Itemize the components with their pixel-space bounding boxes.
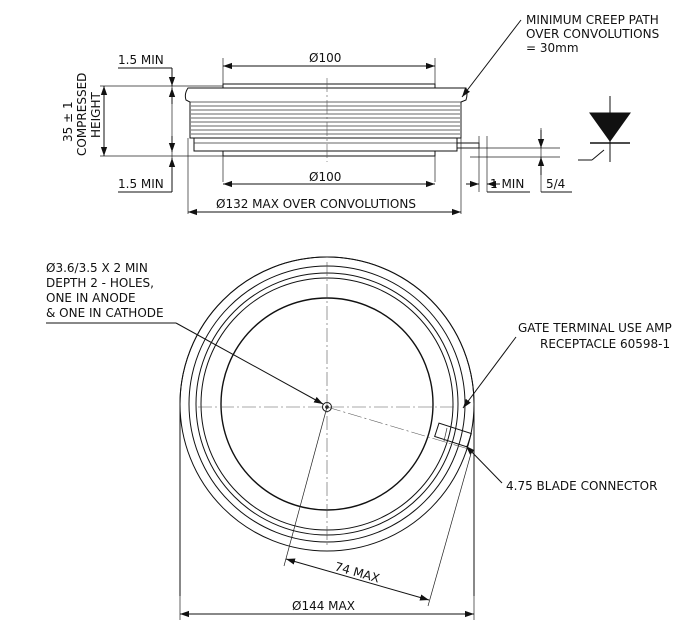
creep-path-note: MINIMUM CREEP PATH OVER CONVOLUTIONS = 3… (461, 13, 659, 98)
overall-diameter-label: Ø132 MAX OVER CONVOLUTIONS (216, 197, 416, 211)
gate-tab (456, 142, 480, 149)
overall-dim-label: Ø144 MAX (292, 599, 355, 613)
height-label-height: HEIGHT (89, 92, 103, 138)
height-value: 35 ± 1 (61, 101, 75, 142)
radius-dimension: 74 MAX (283, 406, 473, 607)
creep-note-line3: = 30mm (526, 41, 579, 55)
thyristor-symbol (578, 96, 631, 162)
bottom-diameter-label: Ø100 (309, 170, 341, 184)
lower-flange (193, 137, 458, 152)
cathode-pole-face (222, 150, 436, 157)
thyristor-triangle-icon (589, 112, 631, 142)
ceramic-housing (184, 87, 468, 139)
bottom-min-label: 1.5 MIN (118, 177, 164, 191)
hole-note-line3: ONE IN ANODE (46, 291, 136, 305)
hole-note-line4: & ONE IN CATHODE (46, 306, 164, 320)
gate-min-label: 1 MIN (490, 177, 524, 191)
gate-note-line2: RECEPTACLE 60598-1 (540, 337, 670, 351)
hole-note: Ø3.6/3.5 X 2 MIN DEPTH 2 - HOLES, ONE IN… (46, 261, 324, 405)
gate-note-line1: GATE TERMINAL USE AMP (518, 321, 672, 335)
top-diameter-label: Ø100 (309, 51, 341, 65)
convolution-lines (191, 105, 460, 135)
hole-note-line1: Ø3.6/3.5 X 2 MIN (46, 261, 148, 275)
blade-note: 4.75 BLADE CONNECTOR (506, 479, 657, 493)
creep-note-line1: MINIMUM CREEP PATH (526, 13, 659, 27)
side-view: Ø100 Ø100 1.5 MIN 1.5 MIN 35 ± 1 COMPRES… (61, 51, 572, 216)
flange-outer-circle (179, 256, 475, 552)
hole-note-line2: DEPTH 2 - HOLES, (46, 276, 154, 290)
gate-pitch-label: 5/4 (546, 177, 565, 191)
radius-dim-label: 74 MAX (333, 559, 381, 585)
gate-terminal-note: GATE TERMINAL USE AMP RECEPTACLE 60598-1 (462, 321, 672, 409)
creep-note-line2: OVER CONVOLUTIONS (526, 27, 659, 41)
top-min-label: 1.5 MIN (118, 53, 164, 67)
radius-dim-line (285, 558, 430, 601)
blade-connector-note: 4.75 BLADE CONNECTOR (465, 445, 657, 493)
overall-dimension: Ø144 MAX (179, 596, 475, 620)
anode-pole-face (222, 83, 436, 89)
gate-blade-connector (434, 422, 472, 448)
top-view (179, 256, 475, 596)
height-label-compressed: COMPRESSED (75, 73, 89, 156)
